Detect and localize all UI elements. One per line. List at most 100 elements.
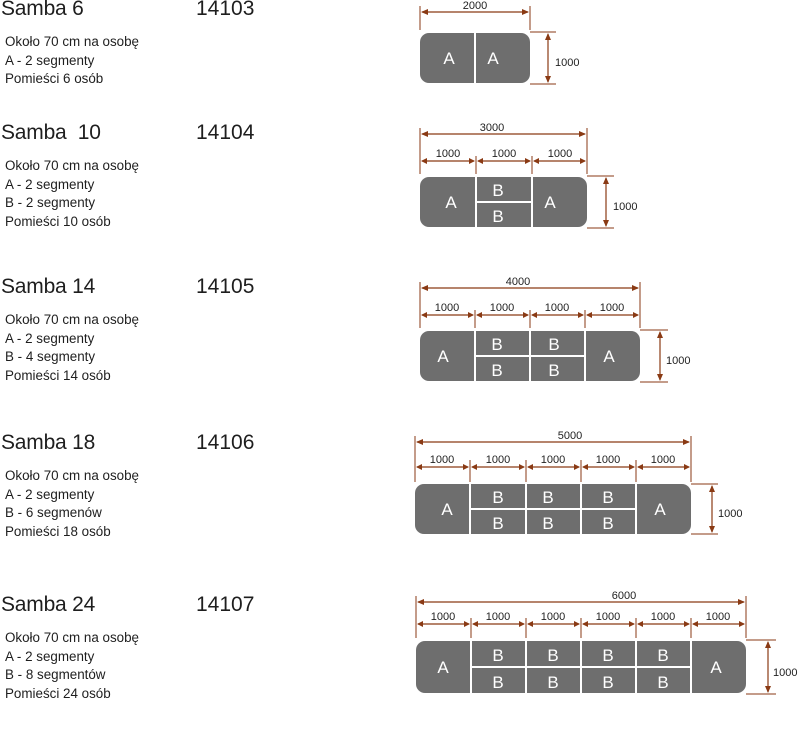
description-line: B - 6 segmenów bbox=[5, 505, 102, 521]
dimension-label-width: 1000 bbox=[600, 302, 624, 314]
dimension-label-width: 1000 bbox=[486, 454, 510, 466]
product-code: 14105 bbox=[196, 275, 255, 298]
dimension-label-width: 1000 bbox=[545, 302, 569, 314]
dimension-label-total: 5000 bbox=[558, 430, 582, 442]
description-line: B - 4 segmenty bbox=[5, 349, 96, 365]
segment-label: A bbox=[443, 49, 455, 68]
product-entry-samba-14: Samba 14 14105 Około 70 cm na osobę A - … bbox=[0, 275, 800, 428]
description-line: Około 70 cm na osobę bbox=[5, 312, 139, 327]
description-line: B - 2 segmenty bbox=[5, 195, 96, 211]
segment-label: A bbox=[441, 500, 453, 519]
dimension-label-width: 1000 bbox=[436, 148, 460, 160]
dimension-label-depth: 1000 bbox=[718, 508, 742, 520]
segment-label: B bbox=[547, 673, 558, 692]
segment-label: A bbox=[487, 49, 499, 68]
description-line: B - 8 segmentów bbox=[5, 667, 106, 683]
product-code: 14104 bbox=[196, 121, 255, 144]
segment-label: B bbox=[542, 488, 553, 507]
description-line: A - 2 segmenty bbox=[5, 648, 95, 664]
segment-label: A bbox=[603, 347, 615, 366]
dimension-label-total: 2000 bbox=[463, 0, 487, 12]
product-name: Samba 24 bbox=[1, 593, 96, 616]
segment-label: B bbox=[491, 361, 502, 380]
dimension-label-width: 1000 bbox=[431, 611, 455, 623]
description-line: Około 70 cm na osobę bbox=[5, 158, 139, 173]
segment-label: B bbox=[492, 488, 503, 507]
segment-label: B bbox=[657, 673, 668, 692]
description-line: A - 2 segmenty bbox=[5, 176, 95, 192]
segment-label: B bbox=[657, 646, 668, 665]
product-name: Samba 18 bbox=[1, 431, 96, 454]
segment-label: B bbox=[542, 514, 553, 533]
segment-label: B bbox=[602, 673, 613, 692]
product-entry-samba-6: Samba 6 14103 Około 70 cm na osobę A - 2… bbox=[0, 0, 800, 150]
dimension-label-depth: 1000 bbox=[555, 57, 579, 69]
segment-label: B bbox=[492, 673, 503, 692]
description-line: Pomieści 18 osób bbox=[5, 523, 111, 539]
product-description: Około 70 cm na osobę A - 2 segmenty B - … bbox=[5, 311, 139, 385]
segment-label: B bbox=[492, 181, 503, 200]
dimension-label-width: 1000 bbox=[651, 611, 675, 623]
description-line: Około 70 cm na osobę bbox=[5, 34, 139, 49]
table-diagram: 3000 1000 1000 1000 A B B A 1000 bbox=[419, 122, 637, 229]
dimension-label-width: 1000 bbox=[596, 611, 620, 623]
dimension-label-width: 1000 bbox=[596, 454, 620, 466]
table-diagram: 5000 1000 1000 1000 1000 1000 A B B B B … bbox=[414, 430, 742, 535]
table-diagram: 2000 A A 1000 bbox=[419, 0, 579, 85]
segment-label: A bbox=[544, 193, 556, 212]
dimension-label-depth: 1000 bbox=[613, 201, 637, 213]
segment-label: B bbox=[492, 646, 503, 665]
product-code: 14107 bbox=[196, 593, 255, 616]
dimension-label-total: 6000 bbox=[612, 590, 636, 602]
segment-label: B bbox=[602, 488, 613, 507]
description-line: Pomieści 6 osób bbox=[5, 71, 104, 87]
dimension-label-width: 1000 bbox=[490, 302, 514, 314]
dimension-label-width: 1000 bbox=[548, 148, 572, 160]
dimension-label-width: 1000 bbox=[435, 302, 459, 314]
product-name: Samba 10 bbox=[1, 121, 101, 144]
dimension-label-width: 1000 bbox=[541, 454, 565, 466]
description-line: A - 2 segmenty bbox=[5, 52, 95, 68]
description-line: Pomieści 24 osób bbox=[5, 685, 111, 701]
product-entry-samba-18: Samba 18 14106 Około 70 cm na osobę A - … bbox=[0, 430, 800, 584]
segment-label: B bbox=[491, 335, 502, 354]
segment-label: A bbox=[710, 658, 722, 677]
table-diagram: 4000 1000 1000 1000 1000 A B B B B A 100… bbox=[419, 276, 690, 383]
segment-label: B bbox=[547, 646, 558, 665]
product-description: Około 70 cm na osobę A - 2 segmenty B - … bbox=[5, 467, 139, 541]
product-entry-samba-10: Samba 10 14104 Około 70 cm na osobę A - … bbox=[0, 121, 800, 274]
product-name: Samba 6 bbox=[1, 0, 84, 20]
description-line: Około 70 cm na osobę bbox=[5, 468, 139, 483]
table-diagram: 6000 1000 1000 1000 1000 1000 1000 A B B bbox=[415, 590, 797, 695]
product-description: Około 70 cm na osobę A - 2 segmenty B - … bbox=[5, 629, 139, 703]
dimension-label-width: 1000 bbox=[651, 454, 675, 466]
description-line: A - 2 segmenty bbox=[5, 486, 95, 502]
segment-label: B bbox=[548, 361, 559, 380]
dimension-label-depth: 1000 bbox=[666, 355, 690, 367]
product-description: Około 70 cm na osobę A - 2 segmenty Pomi… bbox=[5, 33, 139, 89]
dimension-label-width: 1000 bbox=[492, 148, 516, 160]
dimension-label-width: 1000 bbox=[486, 611, 510, 623]
description-line: Około 70 cm na osobę bbox=[5, 630, 139, 645]
segment-label: B bbox=[602, 514, 613, 533]
segment-label: B bbox=[492, 514, 503, 533]
dimension-label-width: 1000 bbox=[541, 611, 565, 623]
description-line: A - 2 segmenty bbox=[5, 330, 95, 346]
segment-label: B bbox=[602, 646, 613, 665]
segment-label: A bbox=[437, 347, 449, 366]
product-code: 14103 bbox=[196, 0, 255, 20]
dimension-label-depth: 1000 bbox=[773, 667, 797, 679]
segment-label: A bbox=[437, 658, 449, 677]
product-entry-samba-24: Samba 24 14107 Około 70 cm na osobę A - … bbox=[0, 590, 800, 746]
product-description: Około 70 cm na osobę A - 2 segmenty B - … bbox=[5, 157, 139, 231]
product-name: Samba 14 bbox=[1, 275, 96, 298]
description-line: Pomieści 14 osób bbox=[5, 367, 111, 383]
segment-label: B bbox=[548, 335, 559, 354]
product-code: 14106 bbox=[196, 431, 255, 454]
segment-label: B bbox=[492, 207, 503, 226]
dimension-label-width: 1000 bbox=[430, 454, 454, 466]
segment-label: A bbox=[445, 193, 457, 212]
dimension-label-total: 4000 bbox=[506, 276, 530, 288]
description-line: Pomieści 10 osób bbox=[5, 213, 111, 229]
segment-label: A bbox=[654, 500, 666, 519]
